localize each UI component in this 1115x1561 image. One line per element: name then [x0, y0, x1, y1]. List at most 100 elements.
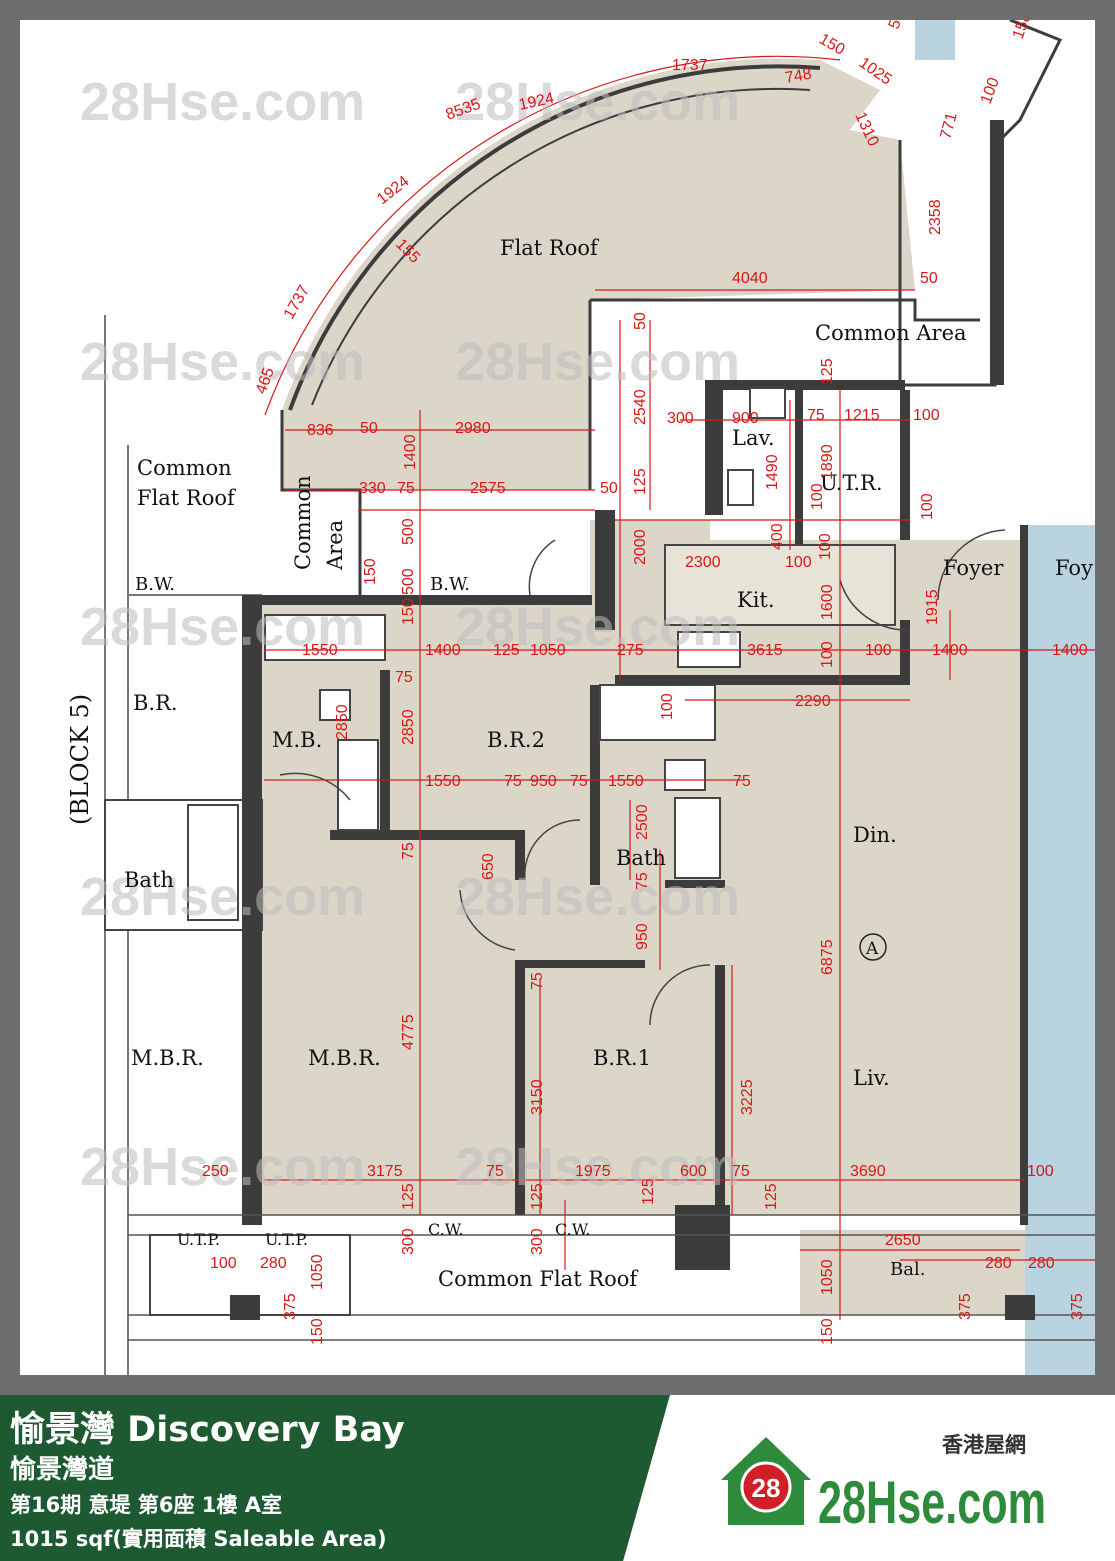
watermark: 28Hse.com	[455, 597, 740, 657]
wall-west	[242, 595, 262, 1225]
door-mb	[279, 772, 351, 801]
room-utr: U.T.R.	[820, 471, 883, 495]
dim-label: 55	[886, 20, 908, 31]
dim-label: 900	[732, 410, 759, 427]
wall-bath-west	[590, 685, 600, 885]
south-edge-lines	[128, 1214, 1095, 1341]
room-lav: Lav.	[732, 426, 775, 450]
saleable-area: 1015 sqf(實用面積 Saleable Area)	[10, 1527, 387, 1551]
watermark: 28Hse.com	[455, 867, 740, 927]
dim-label: 125	[493, 642, 520, 659]
dim-label: 2500	[634, 804, 651, 840]
room-mbr: M.B.R.	[308, 1046, 381, 1070]
door-br1	[649, 964, 711, 1026]
room-mb: M.B.	[272, 728, 322, 752]
dim-label: 100	[817, 533, 834, 560]
room-balcony: Bal.	[890, 1259, 925, 1280]
room-common-flat-roof-line2: Flat Roof	[137, 486, 237, 510]
room-br2: B.R.2	[487, 728, 545, 752]
wall-bath-south	[665, 880, 725, 888]
dim-label: 125	[819, 358, 836, 385]
dim-label: 1400	[402, 434, 419, 470]
dim-label: 150	[816, 31, 848, 59]
dim-label: 50	[920, 270, 938, 287]
dim-label: 280	[1028, 1255, 1055, 1272]
vanity-mb	[337, 739, 379, 831]
logo-number: 28	[752, 1473, 781, 1503]
dim-label: 2850	[334, 704, 351, 740]
dim-label: 150	[309, 1318, 326, 1345]
wall-mb-east	[380, 670, 390, 840]
roof-edge-wall	[590, 298, 980, 322]
wall-lav-utr	[795, 380, 803, 550]
bathtub-mb	[264, 614, 386, 661]
vanity-bath	[674, 797, 721, 879]
dim-label: 2650	[885, 1232, 921, 1249]
dim-label: 1737	[672, 57, 708, 74]
dim-label: 75	[634, 872, 651, 890]
wall-kitchen-east	[900, 620, 910, 685]
unit-marker	[859, 933, 887, 961]
dim-label: 1550	[425, 773, 461, 790]
brand-logo[interactable]: 28 28Hse.com	[716, 1425, 1056, 1535]
dim-label: 75	[807, 407, 825, 424]
dim-label: 3615	[747, 642, 783, 659]
dim-label: 280	[260, 1255, 287, 1272]
wall-br1-north	[515, 960, 645, 968]
dim-label: 125	[640, 1178, 657, 1205]
dim-label: 100	[819, 641, 836, 668]
dim-label: 2980	[455, 420, 491, 437]
street-name: 愉景灣道	[10, 1455, 115, 1485]
room-br-left: B.R.	[133, 691, 178, 715]
dim-label: 150	[819, 1318, 836, 1345]
room-br1: B.R.1	[593, 1046, 651, 1070]
dim-label: 100	[978, 75, 1003, 106]
dim-label: 50	[632, 312, 649, 330]
column-sw	[230, 1295, 260, 1320]
arc-wall-inner	[311, 87, 811, 406]
dim-label: 3225	[739, 1079, 756, 1115]
room-common-area-v1: Common	[291, 475, 315, 570]
dim-label: 75	[570, 773, 588, 790]
footer-band: 愉景灣 Discovery Bay 愉景灣道 第16期 意堤 第6座 1樓 A室…	[0, 1395, 670, 1561]
dim-label: 250	[202, 1163, 229, 1180]
dim-label: 280	[985, 1255, 1012, 1272]
dim-label: 3175	[367, 1163, 403, 1180]
wall-corridor	[515, 830, 525, 880]
wall-utr-east	[900, 390, 910, 540]
dim-label: 2000	[632, 529, 649, 565]
door-br2	[524, 819, 581, 881]
dim-label: 2290	[795, 693, 831, 710]
floor-plan-sheet: 28Hse.com 28Hse.com 28Hse.com 28Hse.com …	[20, 20, 1095, 1375]
dim-label: 1050	[530, 642, 566, 659]
toilet-mb	[319, 689, 351, 721]
door-mbr	[459, 889, 516, 951]
logo-badge	[740, 1461, 792, 1513]
room-common-area: Common Area	[815, 321, 967, 345]
wall-lav-north	[705, 380, 905, 390]
dim-label: 100	[210, 1255, 237, 1272]
watermark: 28Hse.com	[80, 867, 365, 927]
dim-label: 950	[530, 773, 557, 790]
lav-toilet	[749, 387, 786, 419]
dim-label: 4775	[400, 1014, 417, 1050]
dim-label: 1050	[819, 1259, 836, 1295]
bathtub-bath	[599, 684, 716, 741]
wall-east	[1020, 525, 1028, 1225]
room-cw-1: C.W.	[428, 1220, 464, 1239]
wall-block-right	[990, 120, 1004, 385]
dim-label: 836	[307, 422, 334, 439]
wall-br1-west	[515, 960, 525, 1215]
logo-wordmark: 28Hse.com	[818, 1469, 1046, 1535]
dim-label: 100	[785, 554, 812, 571]
dim-label: 1975	[575, 1163, 611, 1180]
dim-label: 771	[937, 111, 960, 141]
watermark: 28Hse.com	[455, 332, 740, 392]
dim-label: 3150	[529, 1079, 546, 1115]
room-mbr-left: M.B.R.	[131, 1046, 204, 1070]
watermark: 28Hse.com	[80, 1137, 365, 1197]
wall-north-bedrooms	[262, 595, 592, 605]
wall-mbr-north	[330, 830, 520, 840]
dimension-lines	[264, 55, 1095, 1320]
room-living: Liv.	[853, 1066, 890, 1090]
